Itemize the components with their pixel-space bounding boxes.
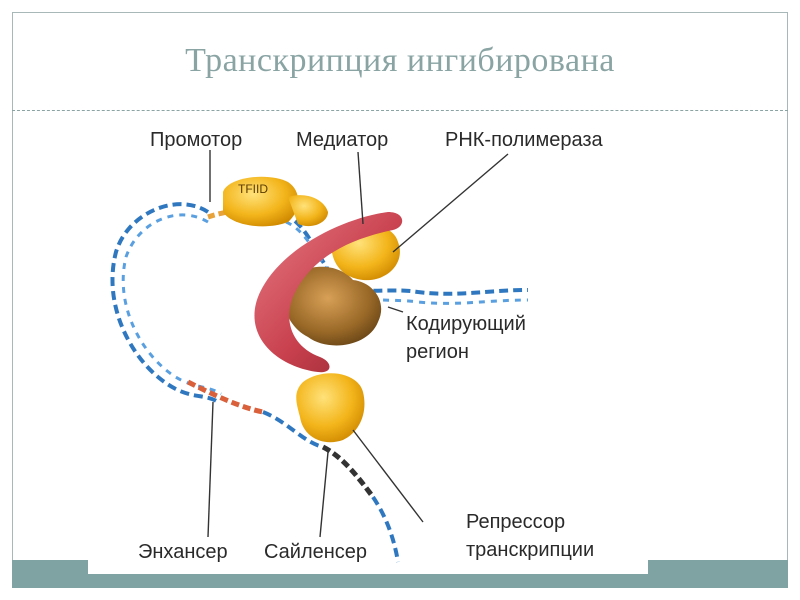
repressor-label-line2: транскрипции (466, 539, 595, 561)
rna-polymerase-label: РНК-полимераза (445, 129, 603, 151)
repressor-label-line1: Репрессор (466, 511, 566, 533)
repressor-shape (296, 373, 365, 443)
diagram-graphic (110, 150, 529, 563)
tfiid-shape (223, 176, 299, 227)
tfiid-label: TFIID (238, 182, 268, 196)
coding-region-label-line1: Кодирующий (406, 313, 526, 335)
enhancer-label: Энхансер (138, 541, 228, 563)
title-divider (12, 110, 788, 111)
slide-title: Транскрипция ингибирована (185, 42, 615, 79)
silencer-label: Сайленсер (264, 541, 368, 563)
polymerase-core (284, 266, 382, 346)
leader-lines (207, 150, 509, 538)
promoter-label: Промотор (150, 129, 243, 151)
coding-region-label-line2: регион (406, 341, 469, 363)
mediator-shape (254, 212, 403, 373)
promoter-protein (288, 195, 328, 227)
transcription-diagram: TFIID Промотор Медиатор РНК-полимераза К… (88, 112, 648, 574)
mediator-label: Медиатор (296, 129, 389, 151)
